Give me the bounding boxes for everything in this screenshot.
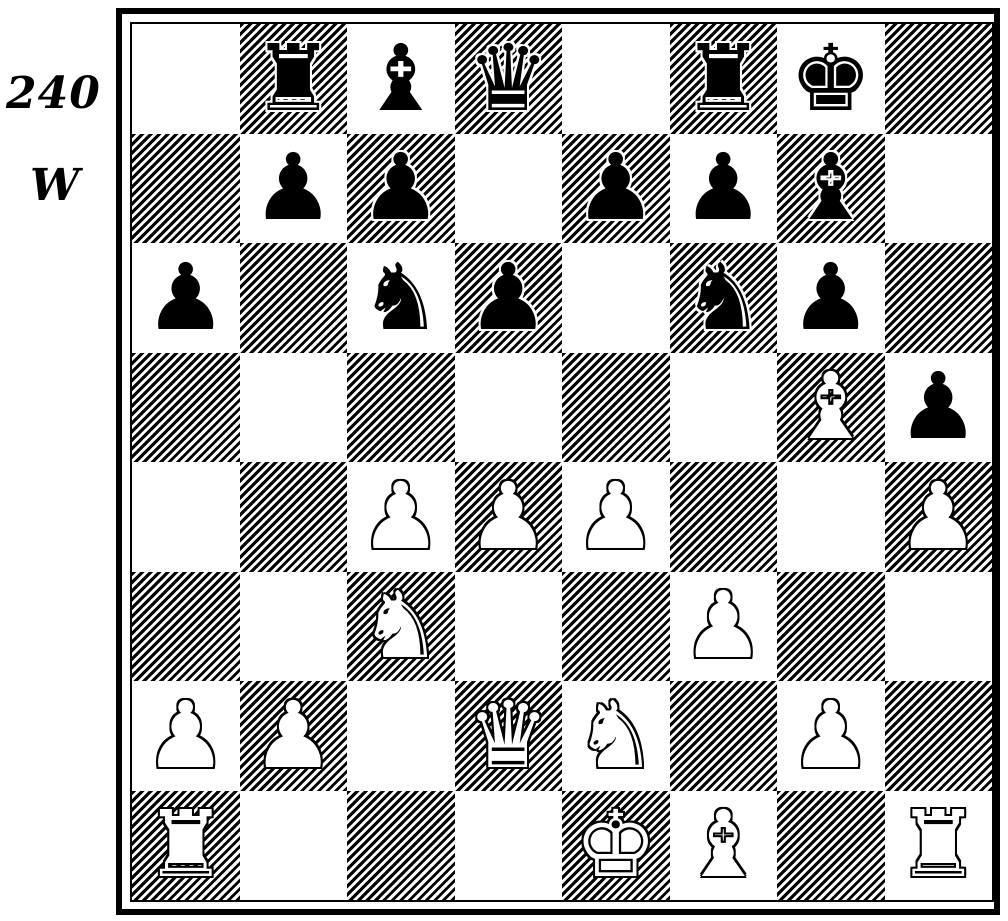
white-pawn-icon[interactable]: ♟: [562, 462, 670, 572]
square-c4[interactable]: ♟: [347, 462, 455, 572]
square-a3[interactable]: [132, 572, 240, 682]
square-c8[interactable]: ♝: [347, 24, 455, 134]
square-a5[interactable]: [132, 353, 240, 463]
white-pawn-icon[interactable]: ♟: [240, 681, 348, 791]
white-rook-icon[interactable]: ♜: [885, 791, 993, 901]
square-f7[interactable]: ♟: [670, 134, 778, 244]
side-to-move-label: W: [30, 160, 79, 211]
square-f4[interactable]: [670, 462, 778, 572]
black-pawn-icon[interactable]: ♟: [670, 134, 778, 244]
square-b8[interactable]: ♜: [240, 24, 348, 134]
square-h1[interactable]: ♜: [885, 791, 993, 901]
black-pawn-icon[interactable]: ♟: [562, 134, 670, 244]
white-bishop-icon[interactable]: ♝: [670, 791, 778, 901]
square-h5[interactable]: ♟: [885, 353, 993, 463]
black-pawn-icon[interactable]: ♟: [885, 353, 993, 463]
square-a1[interactable]: ♜: [132, 791, 240, 901]
square-e6[interactable]: [562, 243, 670, 353]
square-h4[interactable]: ♟: [885, 462, 993, 572]
square-f1[interactable]: ♝: [670, 791, 778, 901]
square-c3[interactable]: ♞: [347, 572, 455, 682]
square-e8[interactable]: [562, 24, 670, 134]
black-knight-icon[interactable]: ♞: [347, 243, 455, 353]
black-bishop-icon[interactable]: ♝: [777, 134, 885, 244]
white-pawn-icon[interactable]: ♟: [885, 462, 993, 572]
white-pawn-icon[interactable]: ♟: [132, 681, 240, 791]
square-d6[interactable]: ♟: [455, 243, 563, 353]
black-queen-icon[interactable]: ♛: [455, 24, 563, 134]
square-b5[interactable]: [240, 353, 348, 463]
square-h6[interactable]: [885, 243, 993, 353]
black-knight-icon[interactable]: ♞: [670, 243, 778, 353]
square-c5[interactable]: [347, 353, 455, 463]
square-g2[interactable]: ♟: [777, 681, 885, 791]
black-king-icon[interactable]: ♚: [777, 24, 885, 134]
square-g8[interactable]: ♚: [777, 24, 885, 134]
black-rook-icon[interactable]: ♜: [670, 24, 778, 134]
square-a6[interactable]: ♟: [132, 243, 240, 353]
white-pawn-icon[interactable]: ♟: [455, 462, 563, 572]
chess-board: ♜♝♛♜♚♟♟♟♟♝♟♞♟♞♟♝♟♟♟♟♟♞♟♟♟♛♞♟♜♚♝♜: [130, 22, 994, 902]
square-h3[interactable]: [885, 572, 993, 682]
square-f5[interactable]: [670, 353, 778, 463]
white-bishop-icon[interactable]: ♝: [777, 353, 885, 463]
white-pawn-icon[interactable]: ♟: [777, 681, 885, 791]
square-b3[interactable]: [240, 572, 348, 682]
square-b6[interactable]: [240, 243, 348, 353]
black-pawn-icon[interactable]: ♟: [455, 243, 563, 353]
square-c7[interactable]: ♟: [347, 134, 455, 244]
white-queen-icon[interactable]: ♛: [455, 681, 563, 791]
white-pawn-icon[interactable]: ♟: [347, 462, 455, 572]
square-e7[interactable]: ♟: [562, 134, 670, 244]
black-pawn-icon[interactable]: ♟: [347, 134, 455, 244]
square-g7[interactable]: ♝: [777, 134, 885, 244]
white-knight-icon[interactable]: ♞: [562, 681, 670, 791]
square-e2[interactable]: ♞: [562, 681, 670, 791]
square-g5[interactable]: ♝: [777, 353, 885, 463]
square-a4[interactable]: [132, 462, 240, 572]
square-e4[interactable]: ♟: [562, 462, 670, 572]
square-h7[interactable]: [885, 134, 993, 244]
square-e5[interactable]: [562, 353, 670, 463]
square-b4[interactable]: [240, 462, 348, 572]
black-pawn-icon[interactable]: ♟: [132, 243, 240, 353]
square-a2[interactable]: ♟: [132, 681, 240, 791]
square-h8[interactable]: [885, 24, 993, 134]
white-king-icon[interactable]: ♚: [562, 791, 670, 901]
square-d5[interactable]: [455, 353, 563, 463]
diagram-number: 240: [6, 68, 101, 119]
square-g3[interactable]: [777, 572, 885, 682]
square-f6[interactable]: ♞: [670, 243, 778, 353]
square-f3[interactable]: ♟: [670, 572, 778, 682]
square-h2[interactable]: [885, 681, 993, 791]
square-b1[interactable]: [240, 791, 348, 901]
square-d7[interactable]: [455, 134, 563, 244]
square-c1[interactable]: [347, 791, 455, 901]
black-pawn-icon[interactable]: ♟: [240, 134, 348, 244]
square-g4[interactable]: [777, 462, 885, 572]
square-g1[interactable]: [777, 791, 885, 901]
square-f2[interactable]: [670, 681, 778, 791]
square-f8[interactable]: ♜: [670, 24, 778, 134]
black-pawn-icon[interactable]: ♟: [777, 243, 885, 353]
white-pawn-icon[interactable]: ♟: [670, 572, 778, 682]
black-bishop-icon[interactable]: ♝: [347, 24, 455, 134]
square-c6[interactable]: ♞: [347, 243, 455, 353]
square-d8[interactable]: ♛: [455, 24, 563, 134]
square-a8[interactable]: [132, 24, 240, 134]
square-d2[interactable]: ♛: [455, 681, 563, 791]
square-d4[interactable]: ♟: [455, 462, 563, 572]
square-d1[interactable]: [455, 791, 563, 901]
square-c2[interactable]: [347, 681, 455, 791]
white-knight-icon[interactable]: ♞: [347, 572, 455, 682]
square-a7[interactable]: [132, 134, 240, 244]
white-rook-icon[interactable]: ♜: [132, 791, 240, 901]
square-g6[interactable]: ♟: [777, 243, 885, 353]
square-e1[interactable]: ♚: [562, 791, 670, 901]
square-e3[interactable]: [562, 572, 670, 682]
black-rook-icon[interactable]: ♜: [240, 24, 348, 134]
square-b7[interactable]: ♟: [240, 134, 348, 244]
square-d3[interactable]: [455, 572, 563, 682]
square-b2[interactable]: ♟: [240, 681, 348, 791]
